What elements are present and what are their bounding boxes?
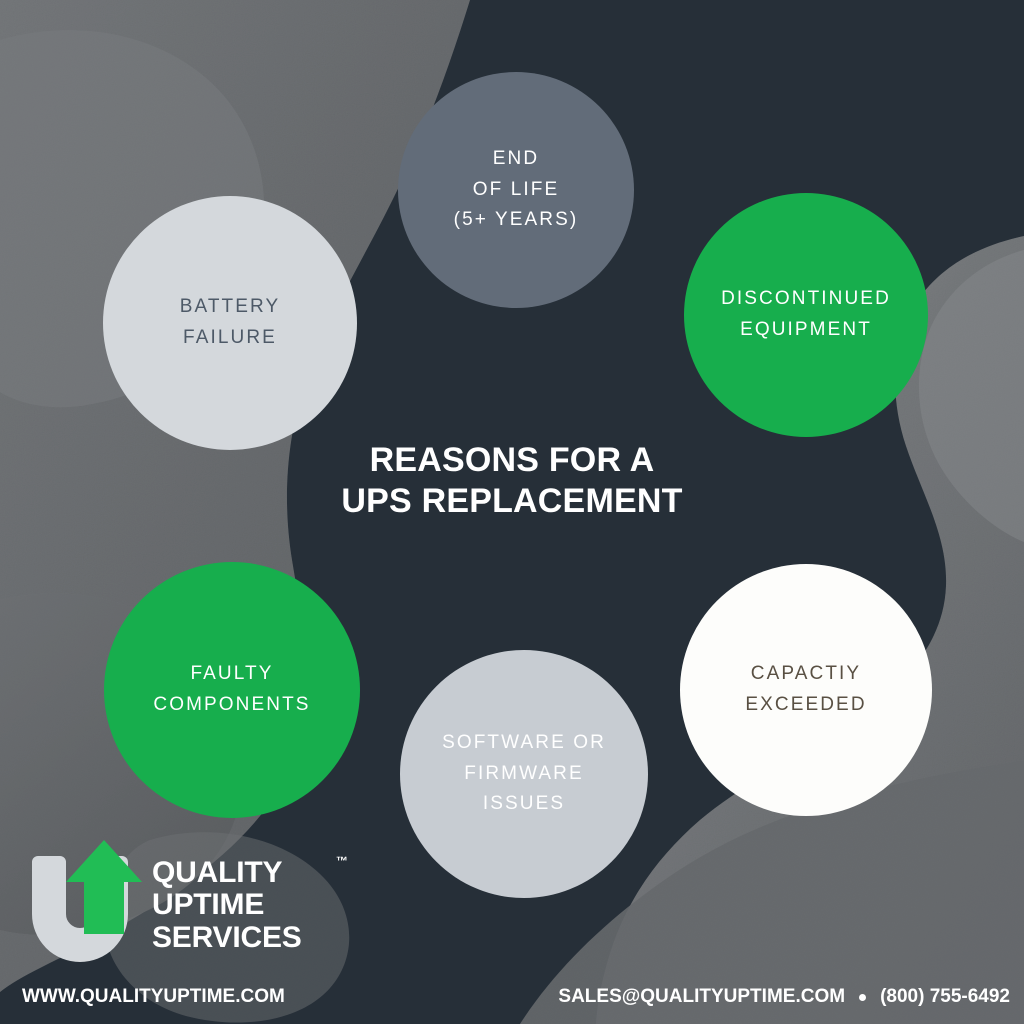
logo-wordmark: QUALITY UPTIME SERVICES bbox=[152, 856, 302, 954]
bubble-capacity-exceeded[interactable]: CAPACTIY EXCEEDED bbox=[680, 564, 932, 816]
bubble-faulty-components[interactable]: FAULTY COMPONENTS bbox=[104, 562, 360, 818]
bubble-discontinued-equipment[interactable]: DISCONTINUED EQUIPMENT bbox=[684, 193, 928, 437]
brand-logo[interactable]: QUALITY UPTIME SERVICES ™ bbox=[20, 836, 350, 962]
footer-contact: SALES@QUALITYUPTIME.COM (800) 755-6492 bbox=[558, 986, 1010, 1008]
bubble-label-end-of-life: END OF LIFE (5+ YEARS) bbox=[453, 147, 579, 231]
bubble-label-discontinued-equipment: DISCONTINUED EQUIPMENT bbox=[721, 288, 891, 340]
bubble-end-of-life[interactable]: END OF LIFE (5+ YEARS) bbox=[398, 72, 634, 308]
footer-phone[interactable]: (800) 755-6492 bbox=[880, 986, 1010, 1007]
bubble-label-faulty-components: FAULTY COMPONENTS bbox=[153, 663, 311, 715]
logo-line-services: SERVICES bbox=[152, 920, 302, 954]
bubble-label-software-firmware-issues: SOFTWARE OR FIRMWARE ISSUES bbox=[442, 731, 606, 815]
footer-separator-dot bbox=[859, 993, 867, 1001]
bubble-software-firmware-issues[interactable]: SOFTWARE OR FIRMWARE ISSUES bbox=[400, 650, 648, 898]
footer-website[interactable]: WWW.QUALITYUPTIME.COM bbox=[22, 986, 285, 1007]
page-title: REASONS FOR A UPS REPLACEMENT bbox=[341, 441, 683, 521]
quality-uptime-u-arrow-icon bbox=[32, 840, 142, 962]
bubble-label-battery-failure: BATTERY FAILURE bbox=[179, 296, 281, 348]
bubble-label-capacity-exceeded: CAPACTIY EXCEEDED bbox=[745, 663, 867, 715]
logo-line-uptime: UPTIME bbox=[152, 888, 265, 922]
bubble-battery-failure[interactable]: BATTERY FAILURE bbox=[103, 196, 357, 450]
logo-line-quality: QUALITY bbox=[152, 856, 283, 889]
footer-email[interactable]: SALES@QUALITYUPTIME.COM bbox=[558, 986, 846, 1007]
trademark-symbol: ™ bbox=[336, 854, 348, 868]
